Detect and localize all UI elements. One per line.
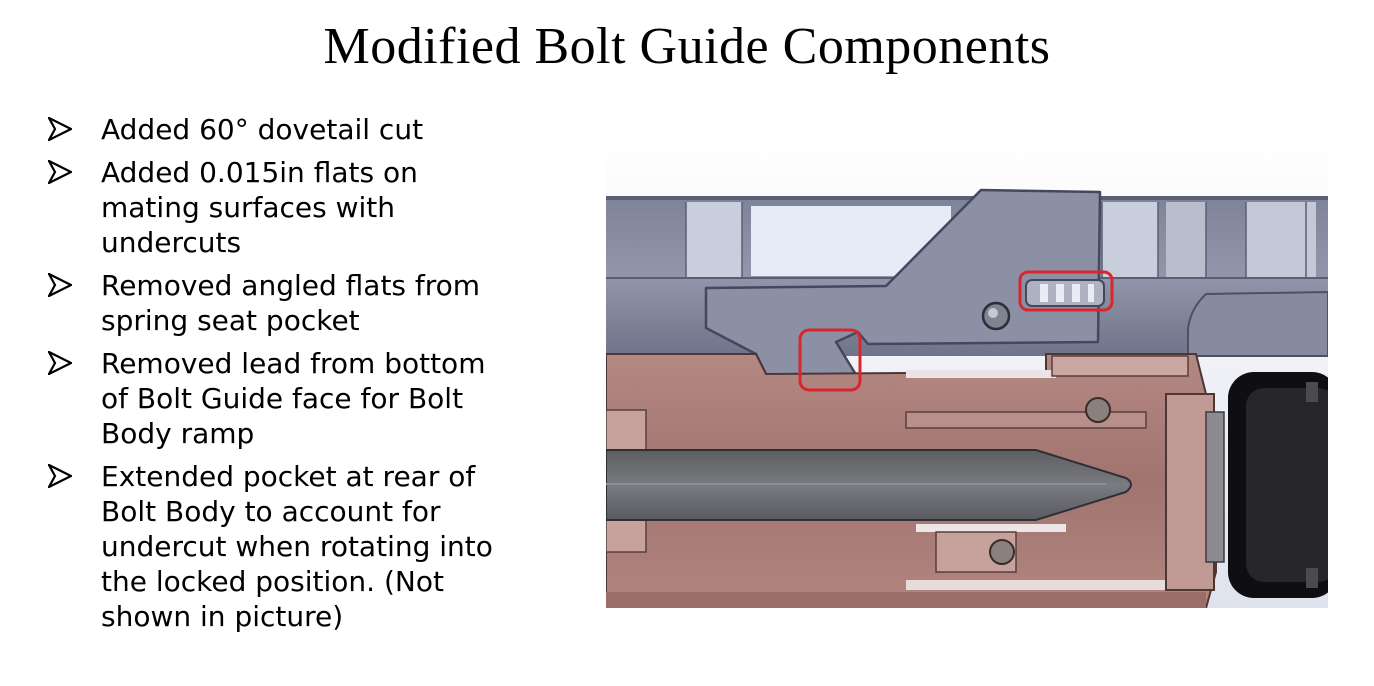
- bullet-item: Removed angled flats from spring seat po…: [48, 268, 518, 338]
- bullet-text: Removed angled flats from spring seat po…: [101, 269, 481, 337]
- dovetail-highlight: [798, 328, 862, 392]
- slide-title: Modified Bolt Guide Components: [323, 18, 1051, 75]
- arrowhead-bullet-icon: [48, 160, 72, 184]
- bullet-text: Added 60° dovetail cut: [101, 113, 424, 146]
- bullet-item: Added 0.015in flats on mating surfaces w…: [48, 155, 518, 260]
- cad-section-view: [606, 132, 1328, 608]
- arrowhead-bullet-icon: [48, 117, 72, 141]
- bullet-text: Added 0.015in flats on mating surfaces w…: [101, 156, 418, 259]
- bullet-text: Extended pocket at rear of Bolt Body to …: [101, 460, 493, 633]
- bullet-item: Added 60° dovetail cut: [48, 112, 518, 147]
- arrowhead-bullet-icon: [48, 273, 72, 297]
- bullet-item: Extended pocket at rear of Bolt Body to …: [48, 459, 518, 634]
- arrowhead-bullet-icon: [48, 351, 72, 375]
- bullet-text: Removed lead from bottom of Bolt Guide f…: [101, 347, 486, 450]
- flats-highlight: [1018, 270, 1114, 312]
- bullet-list: Added 60° dovetail cut Added 0.015in fla…: [48, 112, 518, 642]
- arrowhead-bullet-icon: [48, 464, 72, 488]
- bullet-item: Removed lead from bottom of Bolt Guide f…: [48, 346, 518, 451]
